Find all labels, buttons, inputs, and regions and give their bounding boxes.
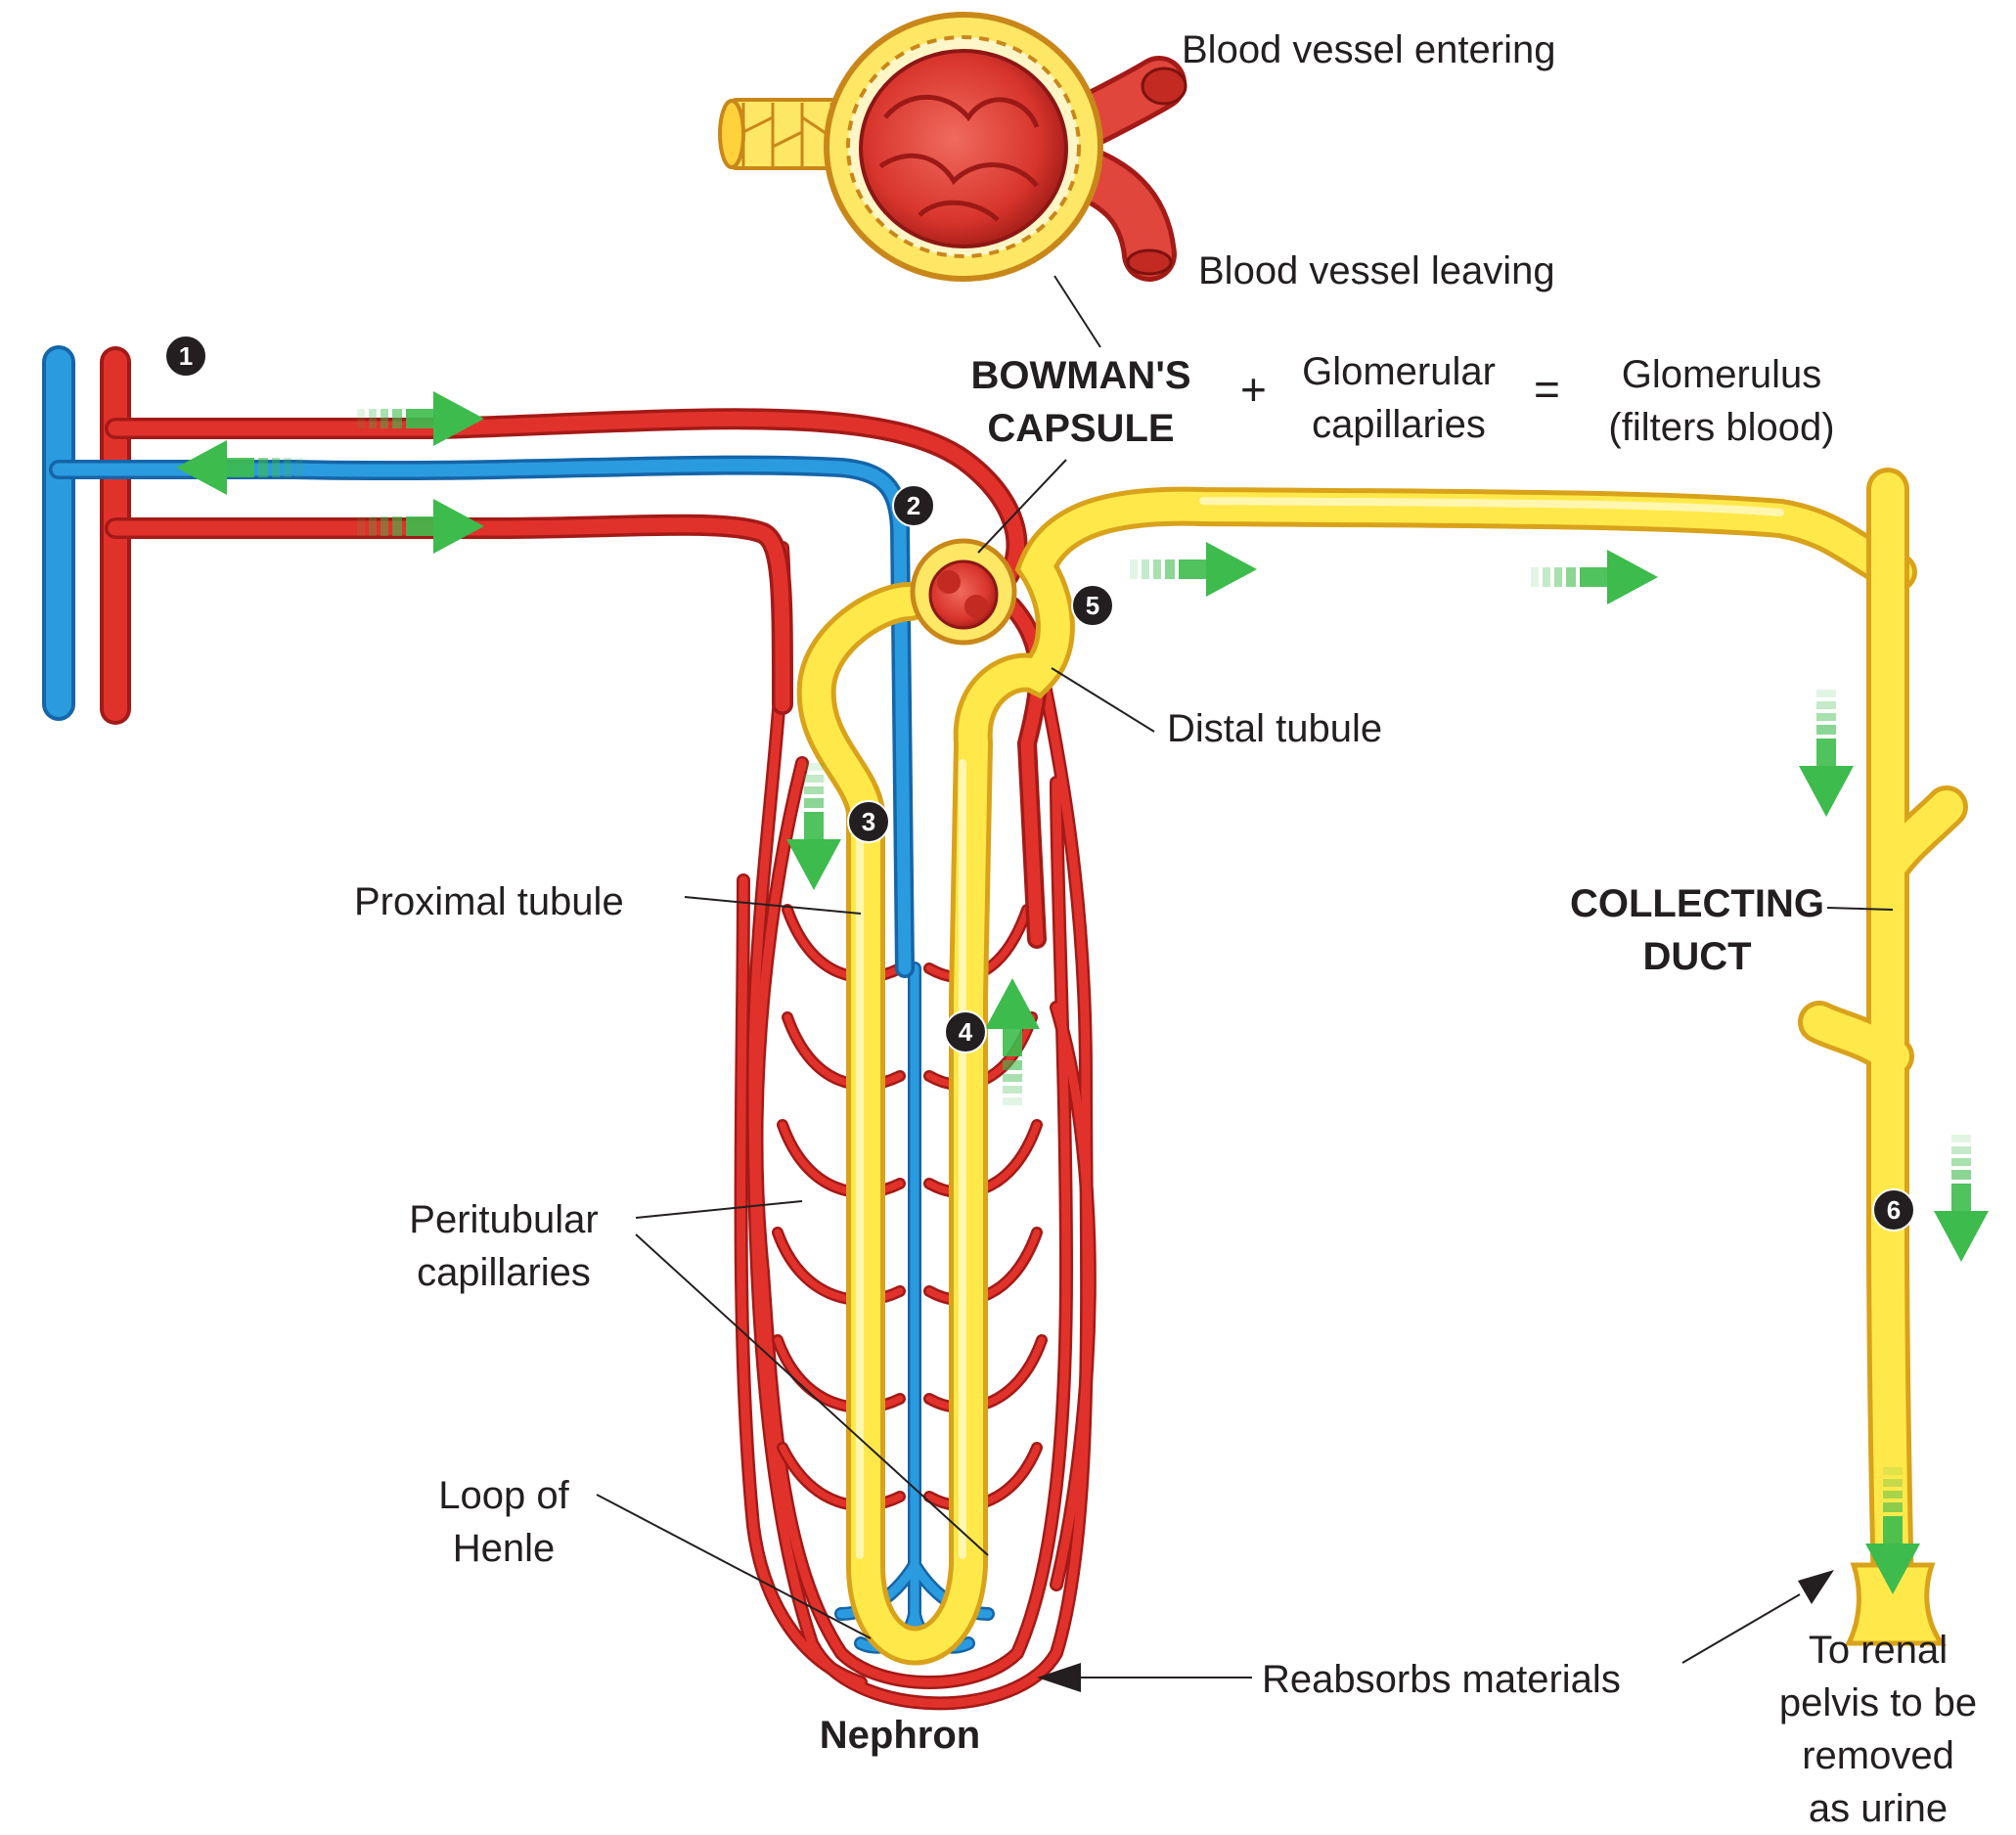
label-reabsorbs-materials: Reabsorbs materials [1262, 1658, 1621, 1701]
renal-vessels [42, 345, 131, 725]
label-proximal-tubule: Proximal tubule [354, 880, 624, 923]
label-blood-vessel-leaving: Blood vessel leaving [1198, 249, 1555, 292]
step-6-marker: 6 [1872, 1188, 1915, 1231]
step-4-marker: 4 [944, 1010, 987, 1053]
glomerular-vessels [49, 408, 1049, 978]
step-5-marker: 5 [1071, 584, 1114, 627]
step-3-marker: 3 [847, 800, 890, 843]
label-distal-tubule: Distal tubule [1167, 707, 1383, 750]
step-2-marker: 2 [892, 484, 935, 527]
reabsorb-pointers [1037, 1570, 1834, 1692]
label-glomerulus: Glomerulus(filters blood) [1608, 353, 1835, 449]
step-1-marker: 1 [164, 335, 207, 378]
leader-lines [596, 275, 1894, 1678]
nephron-tubule [796, 486, 1917, 1666]
label-blood-vessel-entering: Blood vessel entering [1182, 28, 1556, 71]
bowman-capsule-detail [718, 12, 1187, 282]
plus-sign: + [1240, 364, 1267, 415]
equals-sign: = [1534, 364, 1560, 415]
label-nephron: Nephron [819, 1714, 981, 1757]
